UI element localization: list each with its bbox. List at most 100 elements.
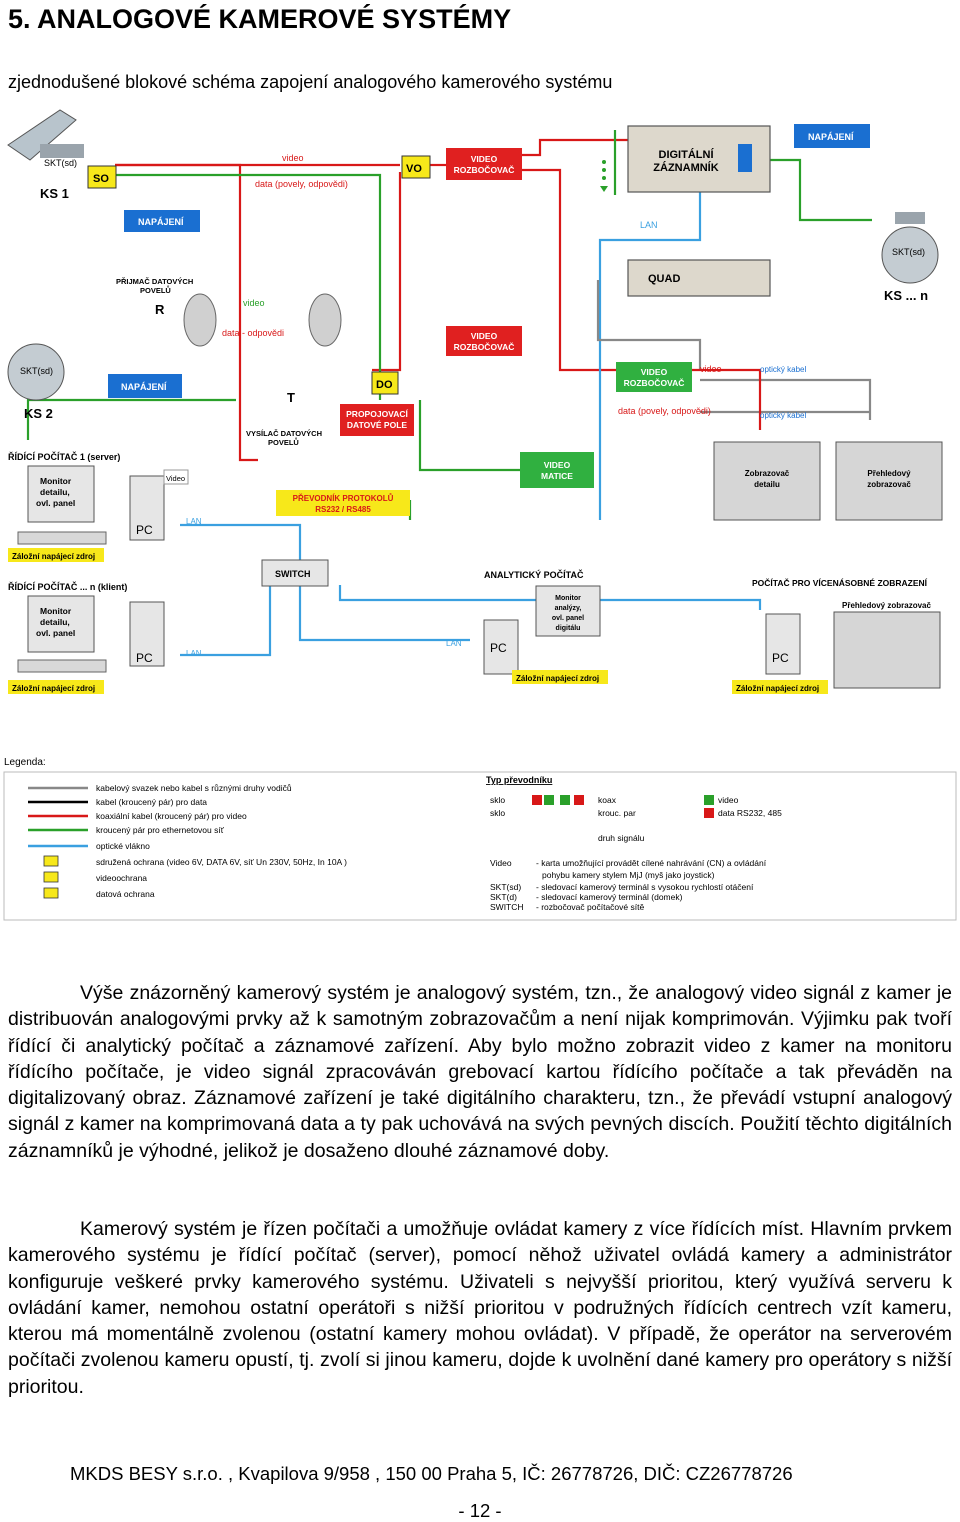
line-blue-lan-klient [180,585,272,657]
svg-text:detailu,: detailu, [40,487,70,497]
svg-text:SKT(d): SKT(d) [490,892,517,902]
video-rozbocovac-2: VIDEO ROZBOČOVAČ [446,326,522,356]
klient-zalozni: Záložní napájecí zdroj [8,680,104,694]
vysilac: T VYSÍLAČ DATOVÝCH POVELŮ [246,390,322,447]
svg-text:LAN: LAN [186,649,202,658]
svg-text:- sledovací kamerový terminál: - sledovací kamerový terminál (domek) [536,892,683,902]
dish-right [308,293,342,347]
legenda-label: Legenda: [4,757,46,768]
svg-text:DO: DO [376,379,393,391]
svg-text:krouc. par: krouc. par [598,808,636,818]
svg-text:POVELŮ: POVELŮ [140,285,171,295]
paragraph-2: Kamerový systém je řízen počítači a umož… [8,1218,952,1398]
ksn-label: KS ... n [884,288,928,303]
svg-text:SWITCH: SWITCH [275,569,311,579]
ks1-skt-label: SKT(sd) [44,158,77,168]
analytic-monitor: Monitor analýzy, ovl. panel digitálu [535,585,601,637]
analyticky-label: ANALYTICKÝ POČÍTAČ [484,569,584,580]
t-label: T [287,390,295,405]
typ-prevodniku: Typ převodníku [486,775,552,785]
legend-item: koaxiální kabel (kroucený pár) pro video [96,811,247,821]
ks2-napajeni: NAPÁJENÍ [108,374,182,398]
svg-text:video: video [700,364,722,374]
svg-text:QUAD: QUAD [648,273,680,285]
dotted-arrows [600,160,608,192]
opticky-kabel-2: optický kabel [760,411,806,420]
svg-text:PC: PC [136,523,153,537]
r-label: R [155,302,165,317]
svg-text:data (povely, odpovědi): data (povely, odpovědi) [618,406,711,416]
svg-text:ovl. panel: ovl. panel [552,615,584,622]
dish-left [183,293,217,347]
klient-monitor: Monitor detailu, ovl. panel [17,595,107,673]
svg-text:Záložní napájecí zdroj: Záložní napájecí zdroj [516,674,599,683]
svg-text:SO: SO [93,173,109,185]
quad: QUAD [627,259,771,297]
svg-text:RS232 / RS485: RS232 / RS485 [315,505,371,514]
line-blue-lan-zaznamnik [598,190,702,520]
prehledovy-zobrazovac: Přehledový zobrazovač [835,441,943,521]
svg-text:detailu: detailu [754,480,780,489]
do-box: DO [371,371,399,395]
camera-ks2: SKT(sd) KS 2 [7,343,65,421]
camera-ks1: SKT(sd) KS 1 [7,109,84,201]
multi-monitor [833,611,941,689]
svg-text:ovl. panel: ovl. panel [36,628,75,638]
svg-text:DIGITÁLNÍ: DIGITÁLNÍ [659,148,715,161]
prijimac: PŘIJMAČ DATOVÝCH POVELŮ R [116,277,193,317]
svg-text:pohybu kamery stylem MjJ (myš: pohybu kamery stylem MjJ (myš jako joyst… [542,870,715,880]
page-number: - 12 - [458,1500,502,1521]
svg-text:VYSÍLAČ DATOVÝCH: VYSÍLAČ DATOVÝCH [246,429,322,438]
ks2-label: KS 2 [24,406,53,421]
legend-frame [3,771,957,921]
svg-text:ROZBOČOVAČ: ROZBOČOVAČ [454,341,515,352]
svg-text:Video: Video [490,858,512,868]
legend-item: kabel (kroucený pár) pro data [96,797,207,807]
line-green-data-vert [240,173,382,400]
svg-text:video: video [718,795,739,805]
digitalni-zaznamnik: DIGITÁLNÍ ZÁZNAMNÍK [627,125,771,193]
svg-text:sklo: sklo [490,795,505,805]
analytic-zalozni: Záložní napájecí zdroj [512,670,608,684]
multi-pc: PC [765,613,801,675]
svg-text:DATOVÉ POLE: DATOVÉ POLE [347,420,407,430]
klient-pc: PC LAN [129,601,202,667]
camera-ksn: SKT(sd) KS ... n [881,212,939,303]
video-label-top: video [282,153,304,163]
paragraph-1: Výše znázorněný kamerový systém je analo… [8,982,952,1162]
svg-text:koax: koax [598,795,617,805]
svg-text:VIDEO: VIDEO [471,154,498,164]
opticky-kabel-1: optický kabel [760,365,806,374]
svg-text:- rozbočovač počítačové sítě: - rozbočovač počítačové sítě [536,902,644,912]
svg-text:ROZBOČOVAČ: ROZBOČOVAČ [624,377,685,388]
svg-text:ovl. panel: ovl. panel [36,498,75,508]
svg-text:ROZBOČOVAČ: ROZBOČOVAČ [454,164,515,175]
definitions: Video - karta umožňující provádět cílené… [490,858,767,912]
line-red-vm [690,368,762,430]
analytic-pc: PC LAN [446,619,519,675]
svg-text:- karta umožňující provádět cí: - karta umožňující provádět cílené nahrá… [536,858,767,868]
ks1-napajeni: NAPÁJENÍ [124,210,200,232]
server-monitor: Monitor detailu, ovl. panel [17,465,107,545]
svg-text:VIDEO: VIDEO [544,460,571,470]
legend-lines [28,786,88,899]
svg-text:PC: PC [136,651,153,665]
legend-item: optické vlákno [96,841,150,851]
video-rozbocovac-1: VIDEO ROZBOČOVAČ [446,148,522,180]
block-diagram: SKT(sd) KS 1 SO NAPÁJENÍ video data (pov… [3,109,957,921]
pocitac-vicenasobne-label: POČÍTAČ PRO VÍCENÁSOBNÉ ZOBRAZENÍ [752,577,928,588]
lan-label-top: LAN [640,220,658,230]
svg-text:Záložní napájecí zdroj: Záložní napájecí zdroj [12,684,95,693]
svg-text:ZÁZNAMNÍK: ZÁZNAMNÍK [653,161,718,174]
server-pc: PC Video LAN [129,469,202,541]
data-label-top: data (povely, odpovědi) [255,179,348,189]
line-red-down [372,172,402,372]
svg-text:Přehledový: Přehledový [867,469,911,478]
line-grey-optic [700,378,872,420]
svg-text:Video: Video [166,474,185,483]
line-red-rozbocovac-quad [522,168,628,372]
line-grey-bundle [596,280,702,370]
so-box: SO [87,165,117,189]
legend-items: kabelový svazek nebo kabel s různými dru… [96,783,347,899]
svg-text:NAPÁJENÍ: NAPÁJENÍ [121,382,167,392]
